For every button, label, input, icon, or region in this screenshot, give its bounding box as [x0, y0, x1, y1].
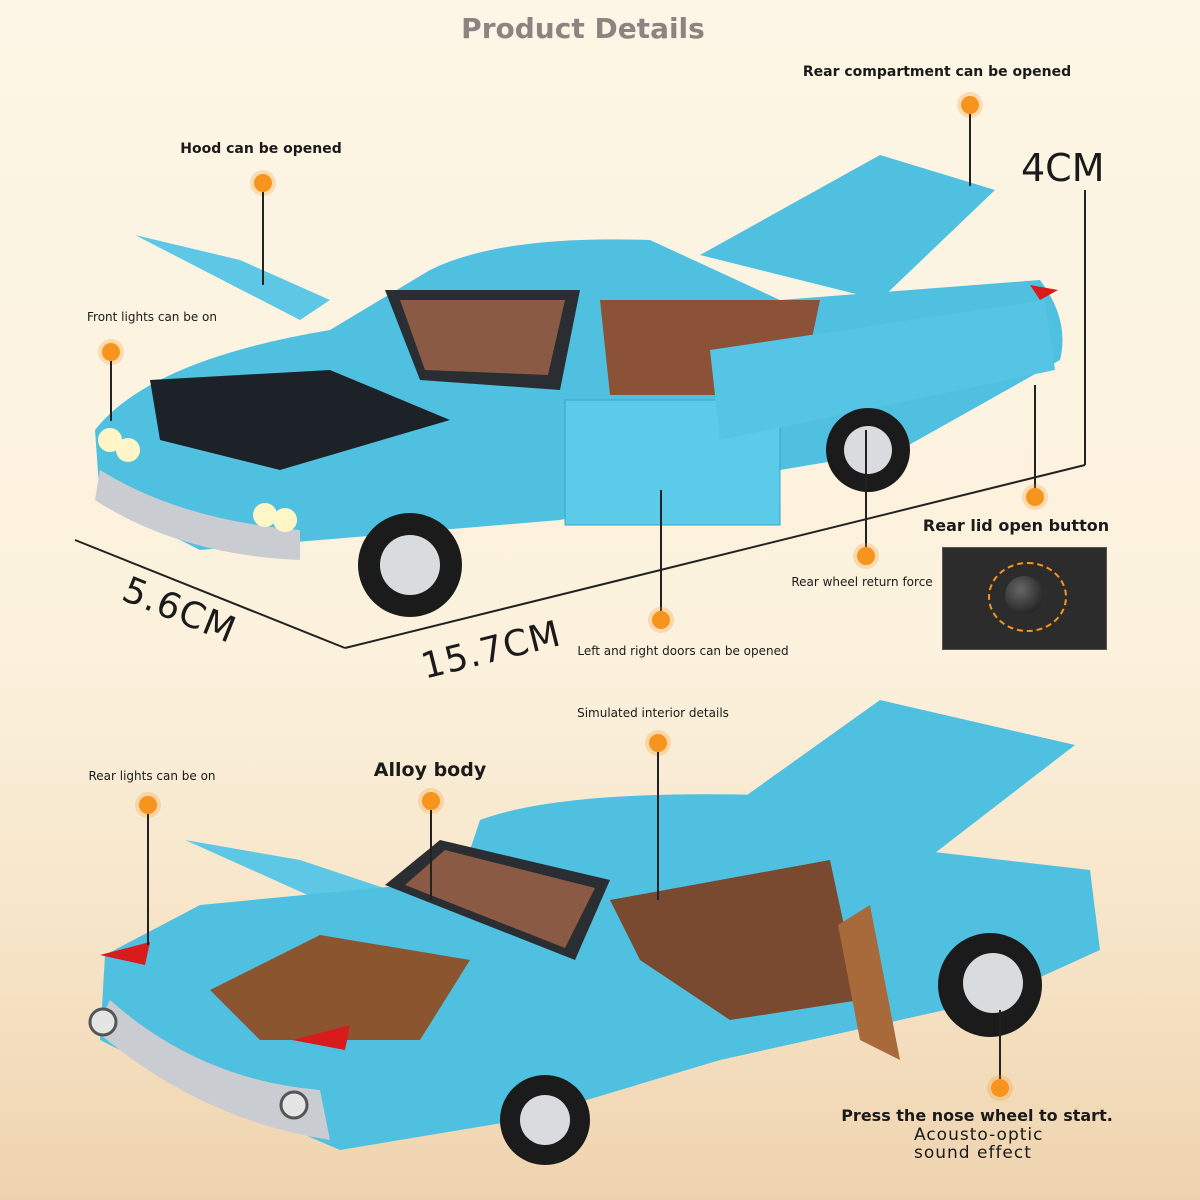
- label-interior: Simulated interior details: [577, 706, 729, 720]
- label-alloy-body: Alloy body: [373, 759, 487, 781]
- callout-line: [969, 114, 971, 186]
- callout-dot: [652, 611, 670, 629]
- callout-dot: [254, 174, 272, 192]
- callout-line: [999, 1010, 1001, 1080]
- callout-dot: [102, 343, 120, 361]
- car-bottom-image: [88, 700, 1100, 1165]
- label-sound-line1: Acousto-optic: [914, 1125, 1044, 1145]
- callout-dot: [1026, 488, 1044, 506]
- label-nose-wheel: Press the nose wheel to start.: [841, 1106, 1113, 1125]
- callout-dot: [139, 796, 157, 814]
- callout-line: [262, 192, 264, 285]
- dimension-lines: [74, 190, 1086, 649]
- callout-dot: [649, 734, 667, 752]
- callout-line: [110, 361, 112, 421]
- label-rear-wheel: Rear wheel return force: [791, 575, 933, 589]
- label-hood: Hood can be opened: [180, 141, 342, 157]
- height-dimension: 4CM: [1021, 146, 1105, 190]
- label-doors: Left and right doors can be opened: [577, 644, 789, 658]
- label-rear-lights: Rear lights can be on: [88, 769, 216, 783]
- callout-line: [1034, 385, 1036, 489]
- label-sound-line2: sound effect: [914, 1143, 1032, 1163]
- label-rear-lid-button: Rear lid open button: [922, 516, 1110, 535]
- car-top-image: [95, 155, 1063, 617]
- page-title: Product Details: [461, 12, 705, 45]
- callout-dot: [422, 792, 440, 810]
- callout-dot: [857, 547, 875, 565]
- callout-line: [657, 752, 659, 900]
- callout-line: [865, 430, 867, 547]
- callout-line: [660, 490, 662, 611]
- callout-line: [430, 810, 432, 900]
- rear-lid-button-photo: [942, 547, 1107, 650]
- callout-line: [147, 814, 149, 945]
- label-front-lights: Front lights can be on: [87, 310, 217, 324]
- callout-dot: [961, 96, 979, 114]
- label-rear-compartment: Rear compartment can be opened: [802, 64, 1072, 80]
- callout-dot: [991, 1079, 1009, 1097]
